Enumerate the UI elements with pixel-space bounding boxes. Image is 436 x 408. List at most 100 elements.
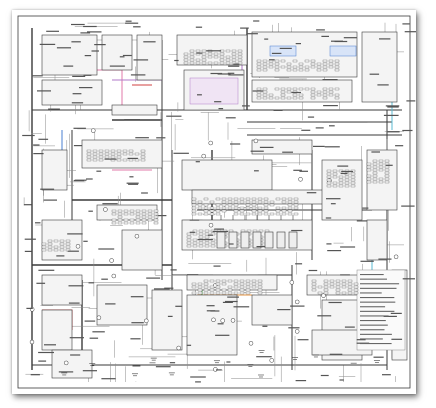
connector-pin — [191, 291, 197, 295]
connector-pin — [153, 218, 159, 222]
connector-pin — [280, 90, 286, 94]
connector-pin — [186, 238, 192, 242]
label-mark — [313, 145, 325, 147]
label-mark — [210, 72, 223, 75]
connector-pin — [153, 221, 159, 225]
connector-pin — [237, 52, 243, 56]
connector-pin — [117, 221, 123, 225]
connector-pin — [274, 65, 280, 69]
connector-pin — [269, 212, 275, 216]
connector-pin — [209, 206, 215, 210]
connector-pin — [140, 158, 146, 162]
connector-pin — [245, 212, 251, 216]
label-mark — [130, 338, 141, 340]
label-mark — [214, 228, 224, 230]
connector-pin — [86, 155, 92, 159]
label-mark — [79, 87, 93, 89]
legend-line — [360, 324, 388, 326]
connector-pin — [221, 206, 227, 210]
legend-line — [360, 343, 392, 345]
connector-pin — [332, 169, 338, 173]
label-mark — [228, 74, 244, 76]
connector-pin — [215, 288, 221, 292]
connector-pin — [257, 206, 263, 210]
connector-pin — [227, 288, 233, 292]
label-mark — [230, 143, 241, 145]
label-mark — [91, 50, 99, 52]
connector-pin — [332, 175, 338, 179]
label-mark — [169, 362, 176, 364]
connector-pin — [225, 55, 231, 59]
sheet-border — [17, 15, 411, 389]
label-mark — [402, 278, 415, 280]
connector-pin — [334, 93, 340, 97]
connector-pin — [316, 93, 322, 97]
connector-pin — [334, 68, 340, 72]
connector-pin — [262, 96, 268, 100]
label-mark — [119, 56, 125, 58]
sensor-symbol — [253, 138, 259, 144]
connector-pin — [384, 177, 390, 181]
label-mark — [271, 52, 282, 54]
label-mark — [175, 305, 183, 307]
label-mark — [130, 74, 146, 76]
connector-pin — [275, 212, 281, 216]
label-mark — [373, 356, 384, 358]
label-mark — [67, 233, 83, 235]
connector-pin — [228, 229, 234, 233]
connector-pin — [257, 209, 263, 213]
legend-line — [360, 306, 386, 308]
connector-pin — [310, 59, 316, 63]
sensor-symbol — [220, 318, 225, 323]
label-mark — [214, 101, 222, 103]
connector-pin — [110, 149, 116, 153]
connector-pin — [231, 49, 237, 53]
connector-pin — [245, 200, 251, 204]
connector-pin — [123, 212, 129, 216]
label-mark — [385, 105, 400, 107]
label-mark — [156, 137, 166, 139]
connector-pin — [197, 291, 203, 295]
sensor-symbol — [29, 339, 35, 345]
connector-pin — [227, 279, 233, 283]
connector-pin — [227, 197, 233, 201]
connector-pin — [286, 62, 292, 66]
connector-pin — [219, 61, 225, 65]
connector-pin — [372, 177, 378, 181]
label-mark — [295, 263, 303, 265]
connector-pin — [92, 158, 98, 162]
connector-pin — [298, 93, 304, 97]
connector-pin — [189, 55, 195, 59]
connector-pin — [286, 96, 292, 100]
connector-pin — [41, 245, 47, 249]
sensor-symbol — [201, 153, 206, 159]
label-mark — [369, 73, 380, 75]
connector-pin — [153, 209, 159, 213]
label-mark — [327, 250, 342, 252]
connector-pin — [191, 203, 197, 207]
label-mark — [35, 222, 41, 224]
connector-pin — [128, 149, 134, 153]
label-mark — [402, 23, 410, 25]
connector-pin — [227, 285, 233, 289]
label-mark — [337, 165, 349, 167]
label-mark — [406, 100, 416, 102]
connector-pin — [281, 206, 287, 210]
connector-pin — [316, 62, 322, 66]
connector-pin — [221, 197, 227, 201]
connector-pin — [215, 209, 221, 213]
connector-pin — [280, 93, 286, 97]
connector-pin — [233, 212, 239, 216]
connector-pin — [147, 218, 153, 222]
sensor-symbol — [103, 207, 108, 212]
label-mark — [206, 310, 216, 312]
connector-pin — [201, 52, 207, 56]
connector-pin — [256, 93, 262, 97]
label-mark — [158, 215, 167, 217]
connector-pin — [195, 61, 201, 65]
connector-pin — [304, 59, 310, 63]
connector-pin — [225, 49, 231, 53]
label-mark — [33, 153, 44, 155]
component-block — [321, 159, 363, 221]
label-mark — [44, 344, 56, 346]
